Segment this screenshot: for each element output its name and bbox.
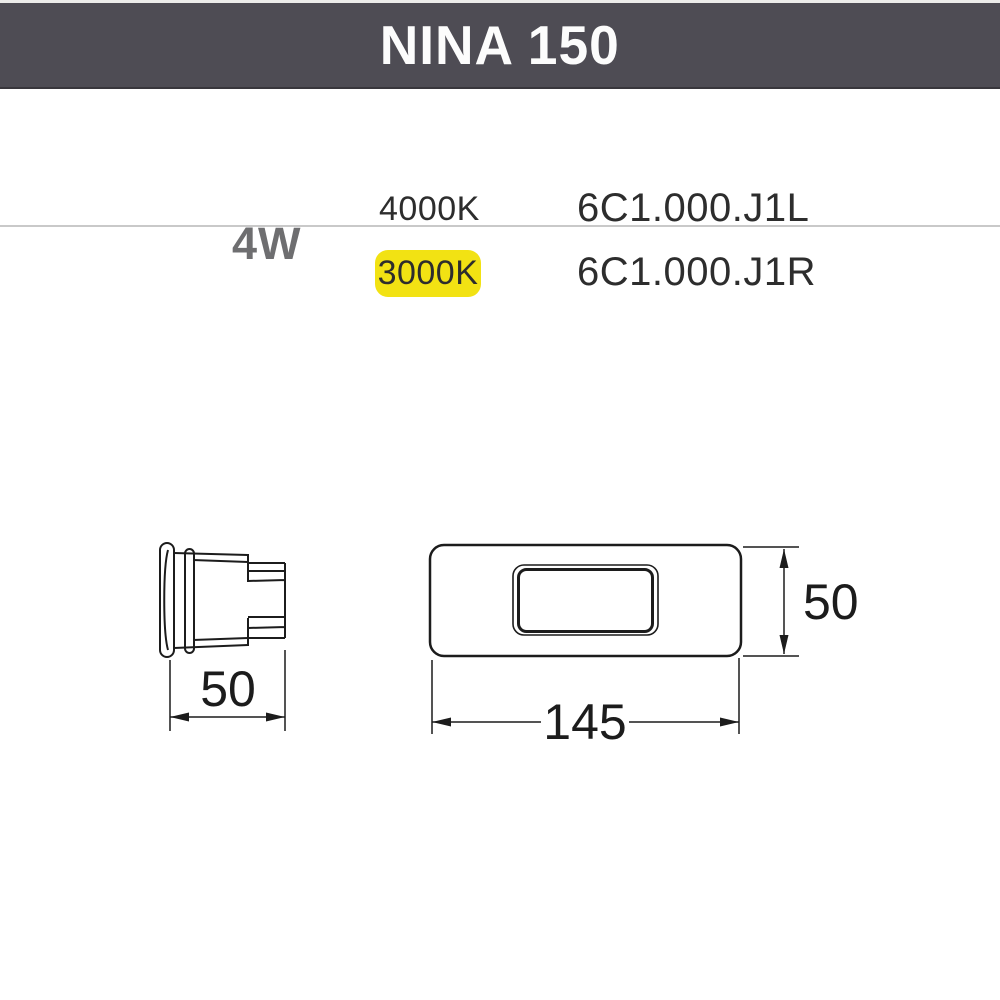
bezel-curve (163, 549, 169, 651)
dimension-arrow-top (779, 549, 789, 568)
extension-lines-height (743, 546, 799, 657)
window-inner-outline (517, 568, 654, 633)
technical-drawings-svg: 50 145 (159, 542, 859, 750)
dimension-arrow-bottom (779, 635, 789, 654)
window-outer-outline (512, 564, 659, 636)
divider (0, 225, 1000, 227)
product-code-3000k: 6C1.000.J1R (577, 250, 816, 294)
color-temp-3000k: 3000K (377, 254, 479, 292)
dimension-arrow-left (170, 712, 189, 722)
spec-section: 4W 4000K 6C1.000.J1L 3000K 6C1.000.J1R (0, 89, 1000, 297)
width-label-mask (541, 699, 629, 745)
depth-dimension-label: 50 (200, 661, 256, 717)
mounting-flange (184, 548, 195, 654)
width-dimension-label: 145 (543, 694, 626, 750)
dimension-arrow-right (266, 712, 285, 722)
dimension-arrow-left (432, 717, 451, 727)
product-title: NINA 150 (379, 14, 621, 76)
header-bar: NINA 150 (0, 3, 1000, 89)
side-view-drawing: 50 (159, 542, 286, 731)
technical-drawings: 50 145 (0, 500, 1000, 780)
color-temp-3000k-highlight: 3000K (375, 250, 481, 297)
fixture-body-top-lines (173, 552, 249, 649)
height-dimension-label: 50 (803, 574, 859, 630)
bezel-outline (159, 542, 175, 658)
top-strip (0, 0, 1000, 3)
spring-clip-lines (247, 554, 286, 646)
product-code-4000k: 6C1.000.J1L (577, 186, 810, 230)
color-temp-4000k: 4000K (379, 190, 480, 228)
front-view-drawing: 145 50 (428, 543, 859, 750)
faceplate-outline (428, 543, 743, 658)
dimension-arrow-right (720, 717, 739, 727)
